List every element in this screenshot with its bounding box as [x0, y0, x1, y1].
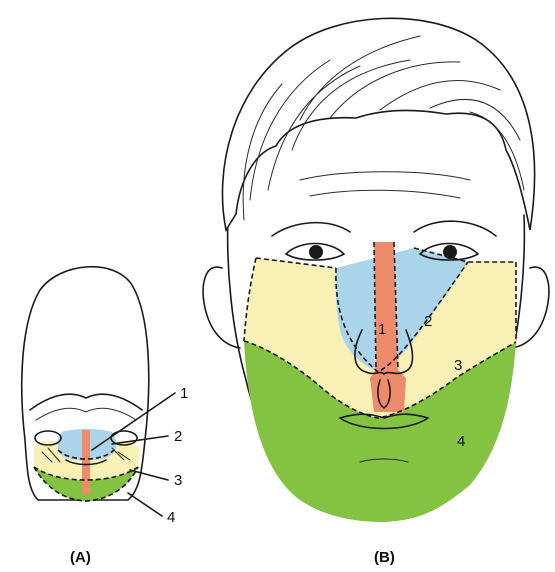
- panel-a-brow-fold: [30, 394, 142, 410]
- panel-b-hair: [222, 18, 534, 230]
- panel-b-label-2: 2: [424, 313, 432, 330]
- panel-b-label-3: 3: [454, 357, 462, 374]
- panel-a-label-4: 4: [167, 509, 175, 526]
- panel-b: 1 2 3 4 (B): [203, 18, 549, 566]
- panel-a-caption: (A): [70, 549, 91, 566]
- panel-a-label-3: 3: [174, 472, 182, 489]
- panel-a-zone-1: [82, 430, 90, 494]
- panel-b-label-4: 4: [457, 433, 465, 450]
- panel-b-pupil-right: [443, 245, 457, 259]
- panel-b-pupil-left: [309, 245, 323, 259]
- panel-b-ear-right: [512, 267, 549, 348]
- panel-a-label-1: 1: [180, 385, 188, 402]
- panel-b-eyebrow-right: [414, 221, 496, 236]
- panel-b-ear-left: [203, 267, 240, 348]
- panel-b-caption: (B): [374, 549, 395, 566]
- panel-a-leader-3: [130, 470, 168, 480]
- panel-a-label-2: 2: [174, 428, 182, 445]
- panel-b-eyebrow-left: [272, 223, 350, 236]
- panel-a-leader-2: [112, 436, 168, 444]
- panel-b-label-1: 1: [378, 321, 386, 338]
- panel-a-brow-fold-inner: [36, 408, 136, 420]
- panel-b-forehead-lines: [300, 172, 470, 198]
- panel-a-leader-4: [128, 493, 162, 516]
- panel-a: 1 2 3 4 (A): [22, 267, 189, 566]
